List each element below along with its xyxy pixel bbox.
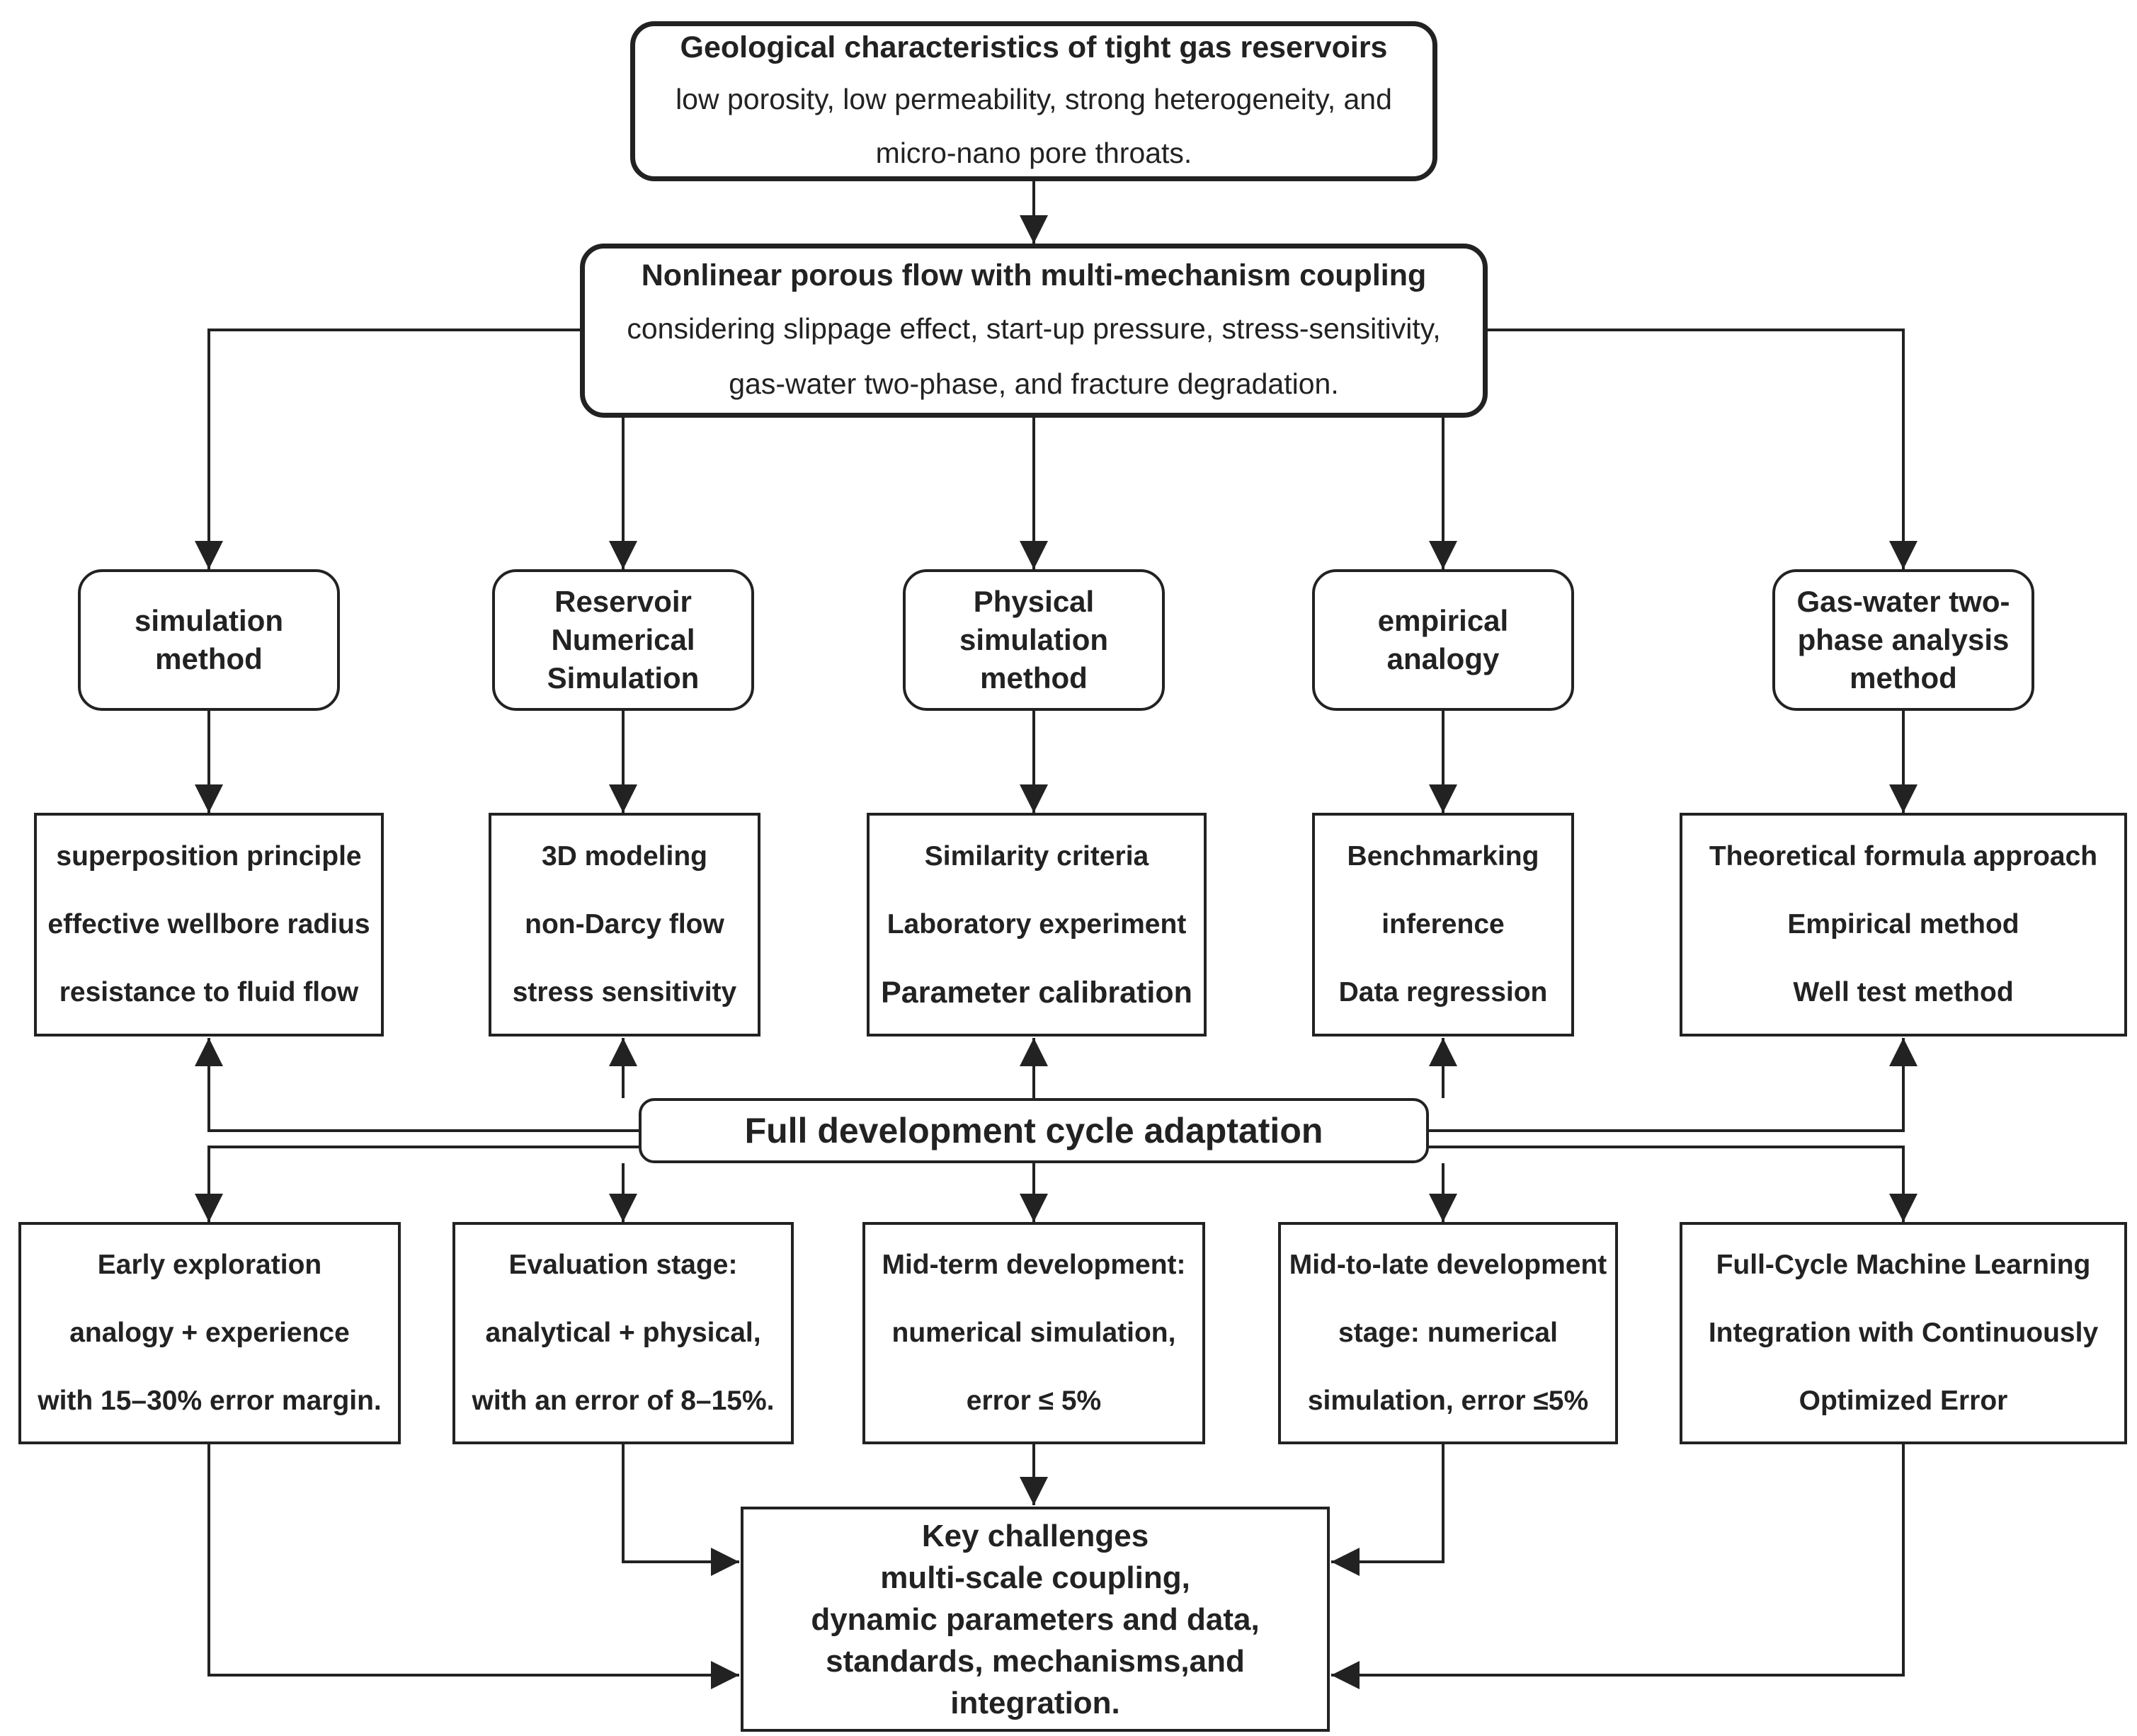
method-box-gas-water: Gas-water two- phase analysis method (1772, 569, 2034, 711)
arrow-nonlinear-to-method-1 (195, 329, 580, 569)
stage-line: Early exploration (97, 1250, 322, 1280)
nonlinear-flow-box: Nonlinear porous flow with multi-mechani… (580, 244, 1488, 418)
stage-line: error ≤ 5% (966, 1386, 1102, 1416)
challenges-line: dynamic parameters and data, (811, 1601, 1260, 1637)
challenges-line: multi-scale coupling, (880, 1560, 1190, 1595)
stage-line: Full-Cycle Machine Learning (1716, 1250, 2091, 1280)
geo-line-2: micro-nano pore throats. (875, 137, 1192, 169)
stage-line: with an error of 8–15%. (472, 1386, 775, 1416)
stage-line: Mid-to-late development (1289, 1250, 1607, 1280)
nonlinear-title: Nonlinear porous flow with multi-mechani… (641, 258, 1427, 292)
technique-line: 3D modeling (541, 841, 708, 872)
technique-box-4: Benchmarking inference Data regression (1312, 813, 1574, 1037)
technique-line: Benchmarking (1347, 841, 1539, 872)
technique-box-2: 3D modeling non-Darcy flow stress sensit… (489, 813, 760, 1037)
arrow-stage-2-to-challenges (622, 1444, 739, 1576)
stage-line: stage: numerical (1338, 1318, 1558, 1348)
nonlinear-line-1: considering slippage effect, start-up pr… (627, 312, 1441, 345)
technique-line: stress sensitivity (512, 977, 737, 1007)
stage-box-mid-to-late: Mid-to-late development stage: numerical… (1278, 1222, 1618, 1444)
technique-line: Empirical method (1787, 909, 2019, 940)
technique-line: non-Darcy flow (525, 909, 724, 940)
method-line: analogy (1386, 642, 1500, 675)
technique-box-1: superposition principle effective wellbo… (34, 813, 384, 1037)
method-line: Numerical (551, 623, 695, 656)
method-line: phase analysis (1797, 623, 2010, 656)
method-line: Reservoir (554, 585, 692, 618)
technique-line: inference (1381, 909, 1505, 940)
arrow-stage-4-to-challenges (1331, 1444, 1444, 1576)
challenges-line: Key challenges (921, 1518, 1149, 1553)
stage-box-early-exploration: Early exploration analogy + experience w… (18, 1222, 401, 1444)
stage-line: simulation, error ≤5% (1307, 1386, 1589, 1416)
technique-line: effective wellbore radius (47, 909, 370, 940)
arrow-hub-to-stage-5 (1429, 1146, 1917, 1222)
method-line: Gas-water two- (1796, 585, 2010, 618)
technique-line: superposition principle (56, 841, 362, 872)
method-line: Simulation (547, 661, 700, 695)
stage-line: with 15–30% error margin. (38, 1386, 382, 1416)
arrow-hub-to-stage-1 (195, 1146, 639, 1222)
method-line: simulation (959, 623, 1109, 656)
technique-line: Similarity criteria (924, 841, 1149, 872)
stage-box-machine-learning: Full-Cycle Machine Learning Integration … (1680, 1222, 2127, 1444)
method-line: method (155, 642, 263, 675)
method-line: Physical (973, 585, 1095, 618)
arrow-hub-to-tech-1 (195, 1038, 639, 1132)
key-challenges-box: Key challenges multi-scale coupling, dyn… (741, 1507, 1330, 1732)
method-box-simulation: simulation method (78, 569, 340, 711)
arrow-hub-to-tech-5 (1429, 1038, 1917, 1132)
technique-box-3: Similarity criteria Laboratory experimen… (867, 813, 1207, 1037)
geo-title: Geological characteristics of tight gas … (680, 30, 1388, 64)
technique-line: Laboratory experiment (887, 909, 1187, 940)
technique-line: Data regression (1338, 977, 1548, 1007)
stage-box-mid-term: Mid-term development: numerical simulati… (862, 1222, 1205, 1444)
hub-label: Full development cycle adaptation (744, 1111, 1323, 1150)
nonlinear-line-2: gas-water two-phase, and fracture degrad… (729, 367, 1339, 400)
stage-line: analogy + experience (69, 1318, 350, 1348)
geo-line-1: low porosity, low permeability, strong h… (676, 83, 1392, 115)
method-line: empirical (1377, 604, 1509, 637)
stage-line: analytical + physical, (485, 1318, 761, 1348)
stage-line: Evaluation stage: (508, 1250, 738, 1280)
method-line: method (1850, 661, 1957, 695)
method-box-empirical-analogy: empirical analogy (1312, 569, 1574, 711)
stage-box-evaluation: Evaluation stage: analytical + physical,… (452, 1222, 794, 1444)
stage-line: Optimized Error (1799, 1386, 2008, 1416)
geological-characteristics-box: Geological characteristics of tight gas … (630, 21, 1437, 181)
arrow-stage-5-to-challenges (1331, 1444, 1905, 1689)
technique-box-5: Theoretical formula approach Empirical m… (1680, 813, 2127, 1037)
method-line: simulation (134, 604, 284, 637)
method-box-physical-simulation: Physical simulation method (903, 569, 1165, 711)
challenges-line: standards, mechanisms,and (826, 1643, 1245, 1679)
technique-line: Parameter calibration (881, 976, 1192, 1010)
challenges-line: integration. (950, 1685, 1120, 1720)
full-development-cycle-box: Full development cycle adaptation (639, 1098, 1429, 1163)
technique-line: Well test method (1793, 977, 2014, 1007)
technique-line: resistance to fluid flow (59, 977, 359, 1007)
arrow-stage-1-to-challenges (207, 1444, 739, 1689)
stage-line: Integration with Continuously (1708, 1318, 2099, 1348)
stage-line: Mid-term development: (882, 1250, 1186, 1280)
stage-line: numerical simulation, (891, 1318, 1176, 1348)
method-line: method (980, 661, 1088, 695)
arrow-nonlinear-to-method-5 (1488, 329, 1917, 569)
method-box-reservoir-numerical: Reservoir Numerical Simulation (492, 569, 754, 711)
technique-line: Theoretical formula approach (1709, 841, 2098, 872)
